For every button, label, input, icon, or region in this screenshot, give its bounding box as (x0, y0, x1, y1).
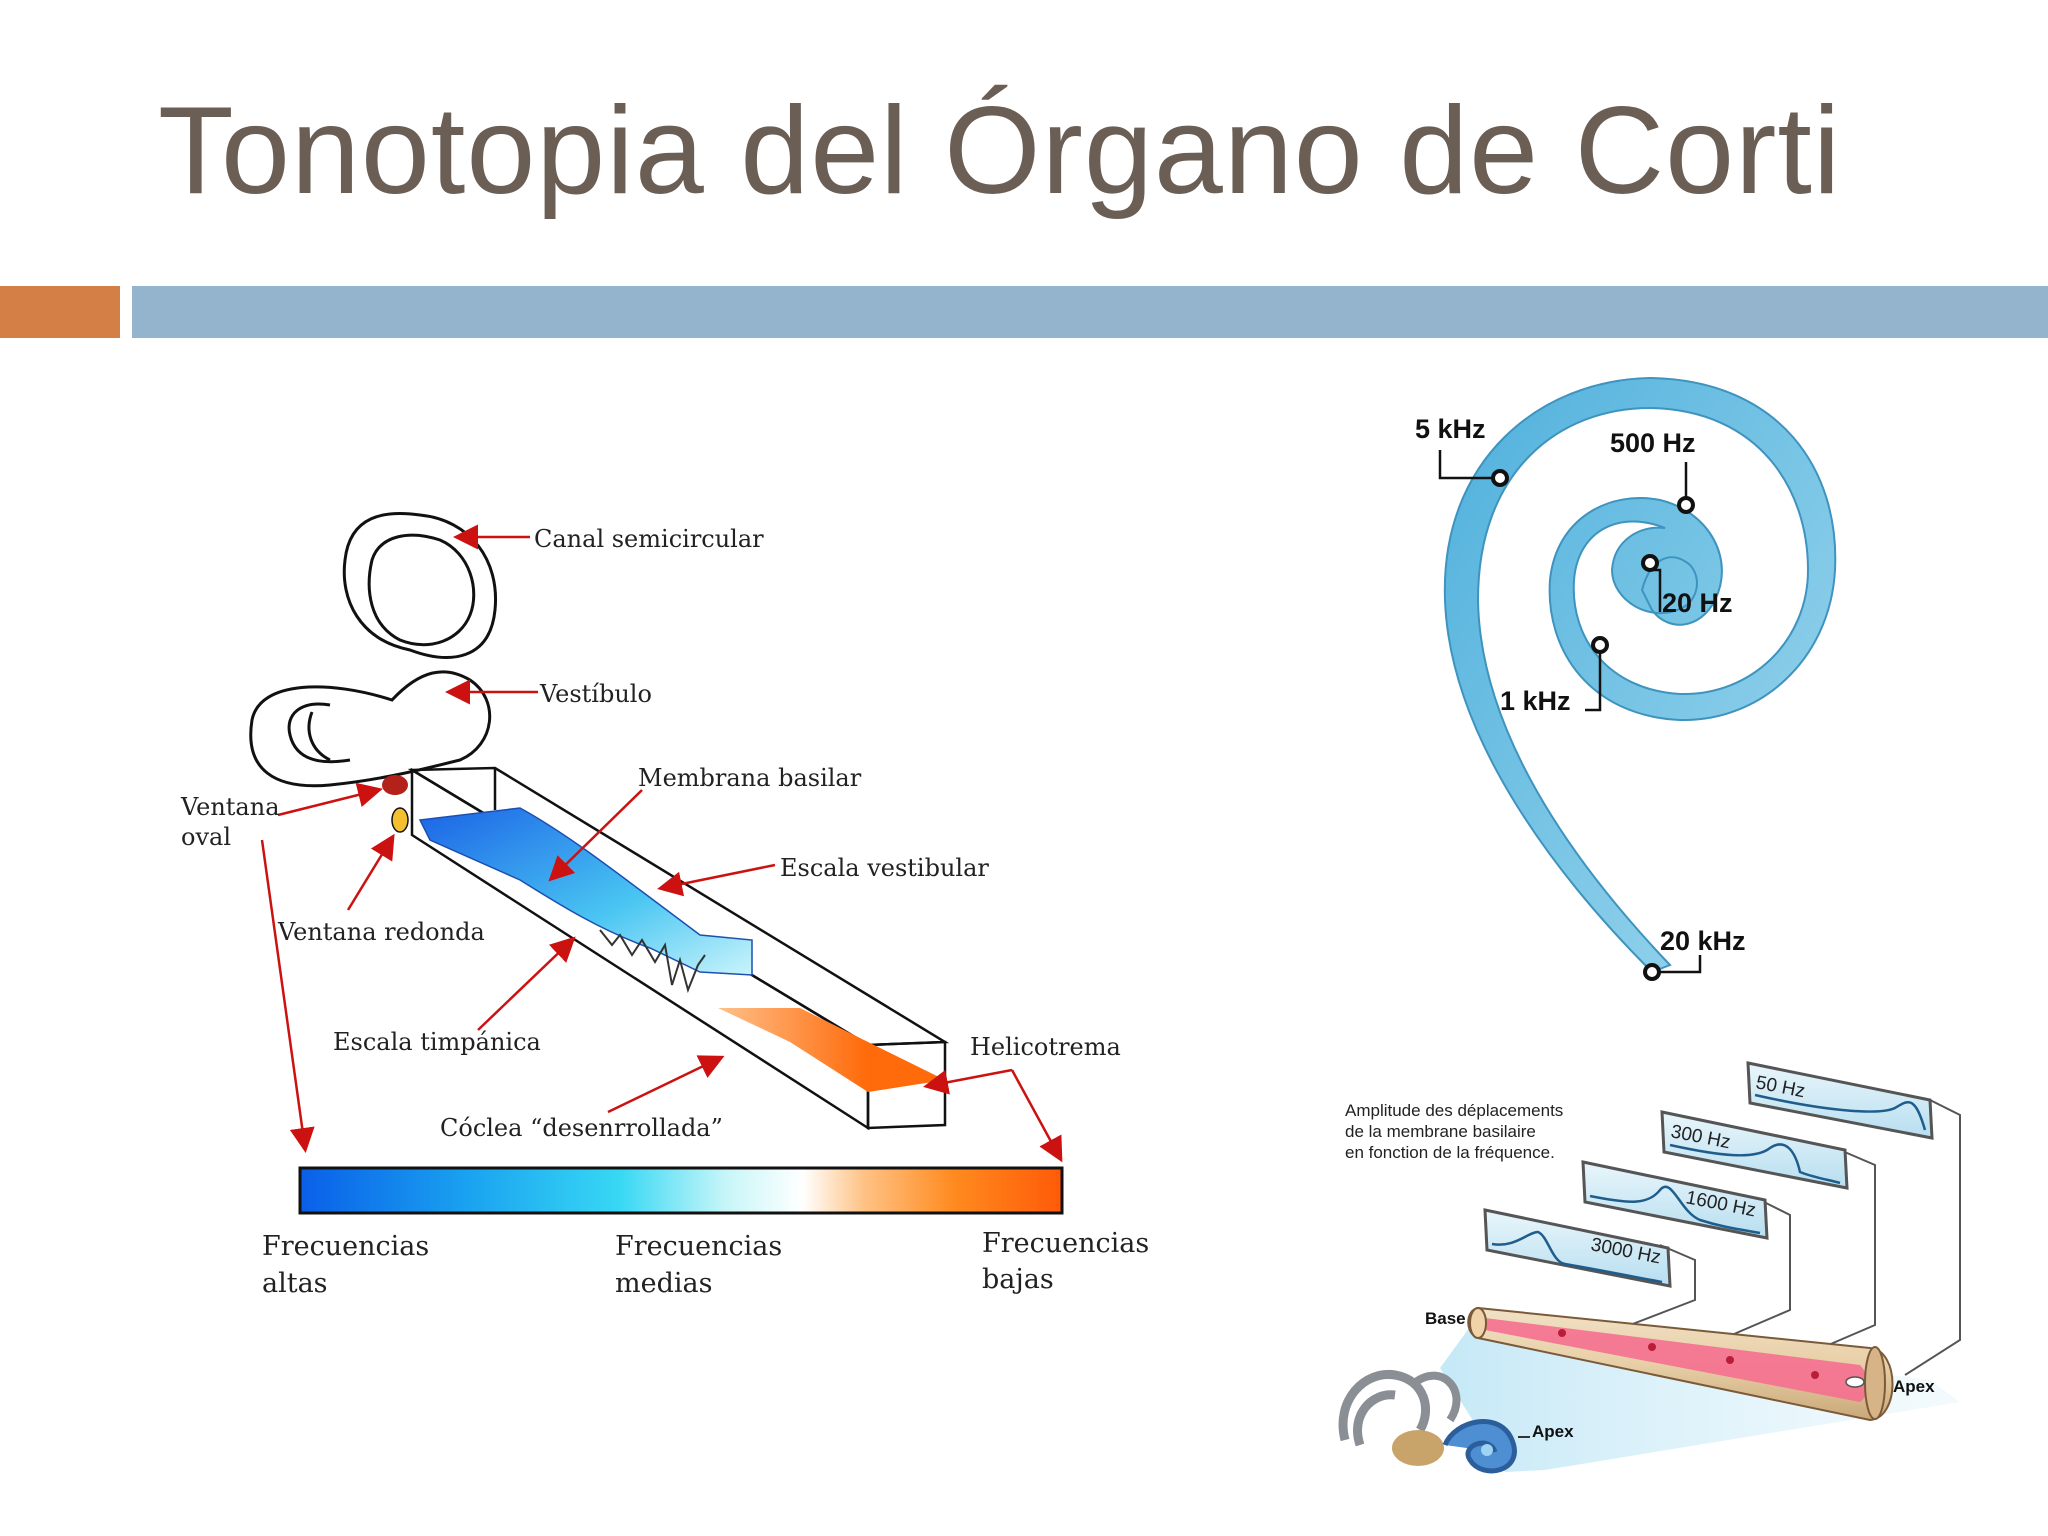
caption-line2: de la membrane basilaire (1345, 1122, 1536, 1141)
spiral-leader-lines (1438, 450, 1702, 974)
basilar-membrane-wave (599, 929, 706, 994)
panel-300hz: 300 Hz (1660, 1110, 1849, 1190)
label-arrows (260, 524, 1063, 1163)
semicircular-canal-shape (249, 511, 498, 788)
panel-1600hz: 1600 Hz (1581, 1160, 1769, 1240)
label-coclea-desenrrollada: Cóclea “desenrrollada” (440, 1114, 723, 1142)
inner-ear-illustration (1338, 1369, 1517, 1474)
accent-bar-orange (0, 286, 120, 338)
label-canal-semicircular: Canal semicircular (534, 525, 764, 553)
spiral-markers (1491, 469, 1695, 981)
label-escala-vestibular: Escala vestibular (780, 854, 989, 882)
unrolled-cochlea-diagram: Canal semicircular Vestíbulo Ventana ova… (180, 511, 1149, 1299)
label-ventana-oval-line2: oval (181, 823, 231, 851)
label-1khz: 1 kHz (1500, 686, 1571, 716)
label-apex-tube: Apex (1893, 1377, 1935, 1396)
unrolled-basilar-tube (1467, 1306, 1894, 1422)
label-vestibulo: Vestíbulo (539, 680, 652, 708)
label-base: Base (1425, 1309, 1466, 1328)
label-20khz: 20 kHz (1660, 926, 1746, 956)
label-frecuencias-altas-line2: altas (262, 1268, 328, 1299)
spiral-band (1443, 376, 1837, 974)
label-membrana-basilar: Membrana basilar (638, 764, 862, 792)
caption-line1: Amplitude des déplacements (1345, 1101, 1563, 1120)
label-helicotrema: Helicotrema (970, 1033, 1121, 1061)
panel-connectors (1629, 1099, 1961, 1376)
basilar-membrane-high (418, 807, 753, 976)
label-escala-timpanica: Escala timpánica (333, 1028, 541, 1056)
page-title: Tonotopia del Órgano de Corti (158, 82, 1842, 220)
label-ventana-oval-line1: Ventana (180, 793, 280, 821)
label-ventana-redonda: Ventana redonda (277, 918, 485, 946)
oval-window (382, 775, 408, 795)
label-20hz: 20 Hz (1662, 588, 1733, 618)
label-5khz: 5 kHz (1415, 414, 1486, 444)
label-frecuencias-medias-line2: medias (615, 1268, 712, 1299)
label-500hz: 500 Hz (1610, 428, 1696, 458)
basilar-membrane-low (718, 1008, 868, 1092)
panel-50hz: 50 Hz (1746, 1061, 1934, 1140)
label-frecuencias-bajas-line2: bajas (982, 1264, 1054, 1295)
label-apex-ear: Apex (1532, 1422, 1574, 1441)
label-frecuencias-altas-line1: Frecuencias (262, 1231, 429, 1262)
basilar-amplitude-diagram: Amplitude des déplacements de la membran… (1338, 1061, 1961, 1474)
label-frecuencias-bajas-line1: Frecuencias (982, 1228, 1149, 1259)
cochlea-spiral-diagram: 5 kHz 500 Hz 20 Hz 1 kHz 20 kHz (1415, 376, 1837, 981)
caption-line3: en fonction de la fréquence. (1345, 1143, 1555, 1162)
accent-bar-blue (132, 286, 2048, 338)
frequency-color-bar (298, 1166, 1064, 1215)
round-window (391, 807, 409, 833)
label-frecuencias-medias-line1: Frecuencias (615, 1231, 782, 1262)
panel-3000hz: 3000 Hz (1483, 1208, 1672, 1288)
